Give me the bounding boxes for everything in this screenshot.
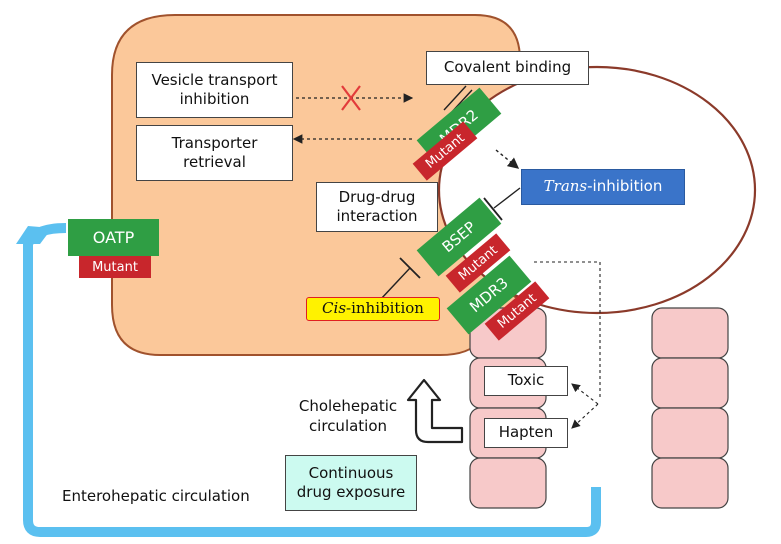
cis-inhibition-stem [379,267,411,301]
trans-suffix: -inhibition [587,177,663,196]
cis-inhibition-box: Cis-inhibition [306,297,440,321]
vesicle-transport-line2: inhibition [179,90,250,108]
continuous-line1: Continuous [308,463,394,482]
cholehepatic-arrow-icon [406,378,464,444]
oatp-mutant-badge: Mutant [79,256,151,278]
cholangiocyte-left-4 [469,457,547,509]
cis-suffix: -inhibition [346,299,424,318]
trans-inhibition-bar [483,197,503,221]
transporter-retrieval-line2: retrieval [183,153,246,171]
trans-prefix: Trans [543,177,588,196]
cholehepatic-circulation-label: Cholehepatic circulation [296,396,400,437]
covalent-binding-label: Covalent binding [443,58,572,77]
covalent-binding-line-1 [443,85,467,111]
to-toxic-arrow [571,383,599,405]
drug-drug-interaction-box: Drug-drug interaction [316,182,438,232]
hapten-label: Hapten [498,423,554,442]
toxic-hapten-dashed-path [534,261,601,400]
enterohepatic-circulation-label: Enterohepatic circulation [62,486,262,506]
vesicle-transport-line1: Vesicle transport [151,70,278,89]
to-hapten-arrow [571,403,599,429]
transporter-retrieval-box: Transporter retrieval [136,125,293,181]
mdr2-trans-arrow [495,149,520,169]
hapten-box: Hapten [484,418,568,448]
cholehepatic-line1: Cholehepatic [298,397,398,415]
covalent-binding-box: Covalent binding [426,51,589,85]
cis-prefix: Cis [322,299,347,318]
toxic-label: Toxic [507,371,545,390]
oatp-label: OATP [92,228,135,247]
toxic-box: Toxic [484,366,568,396]
vesicle-transport-box: Vesicle transport inhibition [136,62,293,118]
oatp-transporter: OATP [68,219,159,256]
cholehepatic-line2: circulation [308,417,388,436]
enterohepatic-label: Enterohepatic circulation [62,487,250,505]
continuous-line2: drug exposure [296,483,406,501]
cholangiocyte-right-4 [651,457,729,509]
drug-drug-line1: Drug-drug [338,187,416,206]
enterohepatic-circulation-path [23,240,601,537]
enterohepatic-arrow-tip [23,223,67,247]
cholangiocyte-right-1 [651,307,729,359]
cholangiocyte-right-2 [651,357,729,409]
oatp-mutant-label: Mutant [92,259,138,275]
drug-drug-line2: interaction [336,207,418,225]
block-cross-icon [341,85,361,111]
trans-inhibition-box: Trans-inhibition [521,169,685,205]
cholangiocyte-right-3 [651,407,729,459]
cis-inhibition-bar [399,257,421,279]
continuous-exposure-box: Continuous drug exposure [285,455,417,511]
transporter-retrieval-line1: Transporter [171,133,258,152]
trans-inhibition-stem [493,187,521,209]
